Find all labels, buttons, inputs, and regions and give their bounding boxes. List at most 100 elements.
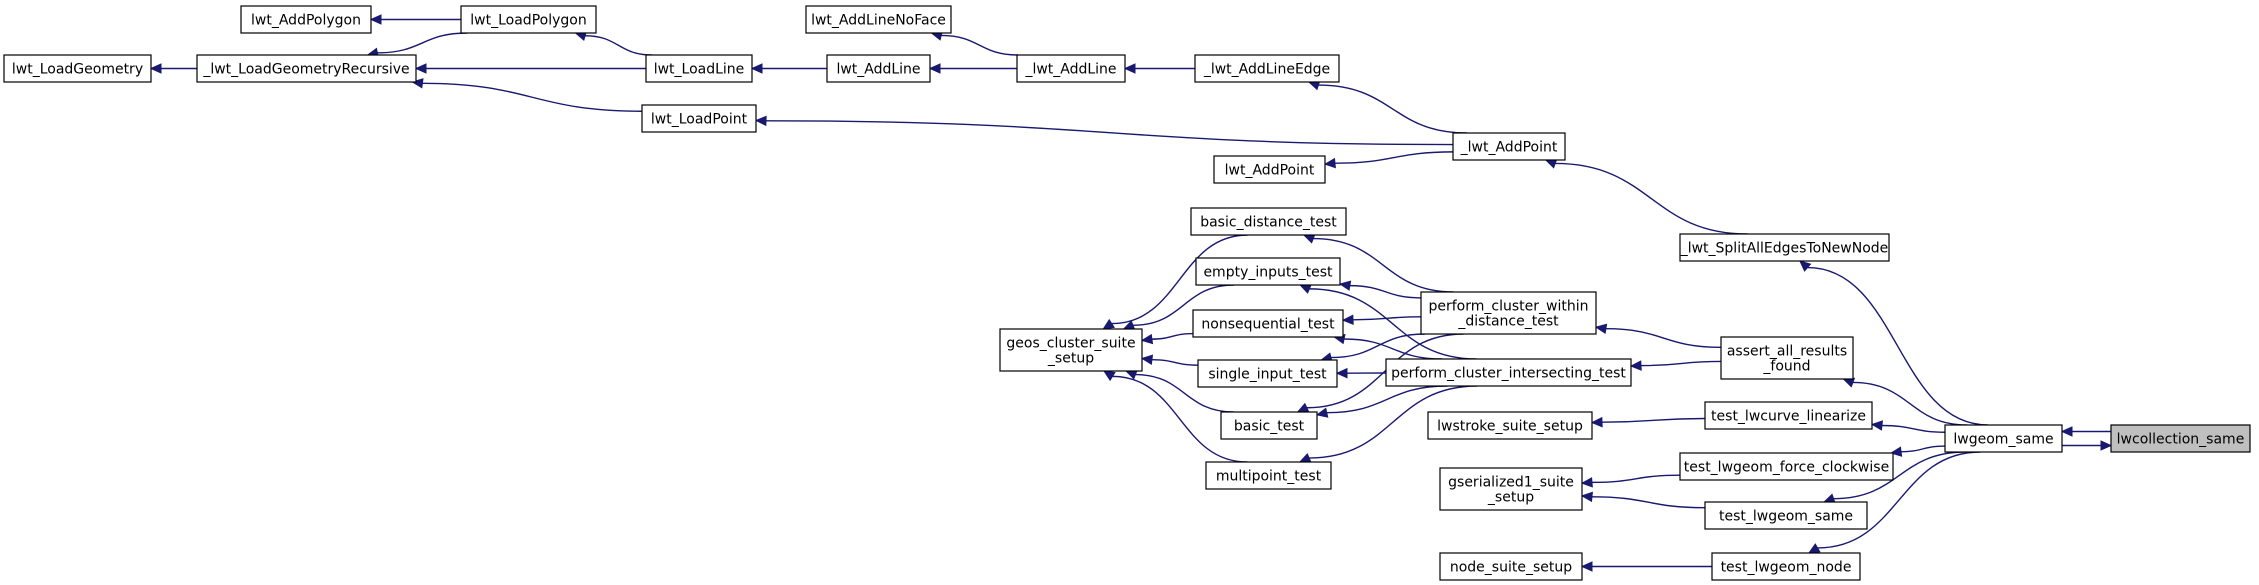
node-test-lwgeom-node[interactable]: test_lwgeom_node [1711, 552, 1861, 581]
edge-arrow [1335, 367, 1387, 379]
node-test-lwcurve-linearize[interactable]: test_lwcurve_linearize [1704, 401, 1873, 430]
arrowhead [369, 14, 382, 25]
node-perform-cluster-intersecting-test[interactable]: perform_cluster_intersecting_test [1385, 358, 1632, 387]
node-label: lwt_AddLineNoFace [811, 13, 946, 29]
edge-arrow [411, 78, 643, 112]
edge-arrow [1544, 158, 1748, 235]
node-gserialized1-suite-setup[interactable]: gserialized1_suite_setup [1439, 467, 1583, 511]
node-nonsequential-test[interactable]: nonsequential_test [1192, 309, 1344, 338]
node-basic-distance-test[interactable]: basic_distance_test [1190, 207, 1347, 236]
edge-arrow [928, 63, 1018, 74]
node-label: basic_test [1234, 419, 1305, 435]
node-box [1190, 207, 1347, 236]
arrowhead [1302, 233, 1316, 244]
node-label: node_suite_setup [1450, 560, 1572, 576]
node-lwstroke-suite-setup[interactable]: lwstroke_suite_setup [1427, 411, 1593, 440]
edge-arrow [1889, 445, 1946, 457]
node-lwt-addpoint[interactable]: _lwt_AddPoint [1452, 132, 1566, 161]
node-lwt-loadgeometryrecursive[interactable]: _lwt_LoadGeometryRecursive [196, 54, 417, 83]
node-label: _setup [1047, 351, 1094, 367]
node-lwt-addpolygon[interactable]: lwt_AddPolygon [240, 5, 372, 34]
edge-arrow [1140, 354, 1199, 366]
node-label: _distance_test [1457, 314, 1559, 330]
edge-line [1309, 288, 1477, 360]
edge-line [765, 120, 1454, 146]
edge-line [1334, 151, 1454, 164]
node-box [1704, 401, 1873, 430]
node-box [1720, 336, 1854, 380]
arrowhead [1338, 280, 1352, 291]
node-label: _found [1762, 359, 1810, 375]
node-box [1213, 155, 1326, 184]
edge-line [1807, 266, 1989, 426]
edge-arrow [1580, 491, 1706, 509]
edge-arrow [1123, 63, 1195, 74]
edge-line [1306, 333, 1464, 409]
node-multipoint-test[interactable]: multipoint_test [1205, 461, 1332, 490]
node-lwt-splitalledgestonewnode[interactable]: _lwt_SplitAllEdgesToNewNode [1679, 233, 1890, 262]
arrowhead [1140, 354, 1154, 365]
node-lwt-loadpolygon[interactable]: lwt_LoadPolygon [460, 5, 597, 34]
edge-line [1309, 385, 1478, 459]
edge-arrow [1590, 416, 1706, 428]
edge-line [1881, 424, 1946, 433]
edge-line [1318, 84, 1468, 134]
edge-arrow [1323, 151, 1454, 169]
edge-arrow [1842, 377, 1968, 426]
node-assert-all-results-found[interactable]: assert_all_results_found [1720, 336, 1854, 380]
node-label: _lwt_AddLine [1024, 62, 1116, 78]
arrowhead [1341, 314, 1354, 326]
node-lwt-loadpoint[interactable]: lwt_LoadPoint [641, 104, 757, 133]
node-test-lwgeom-same[interactable]: test_lwgeom_same [1704, 501, 1868, 530]
edge-line [1344, 338, 1443, 360]
node-lwt-addlineedge[interactable]: _lwt_AddLineEdge [1194, 54, 1340, 83]
node-box [2110, 424, 2251, 453]
arrowhead [1594, 323, 1608, 335]
node-empty-inputs-test[interactable]: empty_inputs_test [1195, 257, 1341, 286]
node-node-suite-setup[interactable]: node_suite_setup [1439, 552, 1583, 581]
edge-line [1833, 451, 1966, 500]
node-box [1704, 501, 1868, 530]
edge-line [1817, 451, 1981, 549]
node-lwt-addlinenoface[interactable]: lwt_AddLineNoFace [805, 5, 952, 34]
node-lwt-addline[interactable]: lwt_AddLine [826, 54, 931, 83]
node-lwt-loadgeometry[interactable]: lwt_LoadGeometry [3, 54, 152, 83]
edge-line [1605, 328, 1722, 349]
node-test-lwgeom-force-clockwise[interactable]: test_lwgeom_force_clockwise [1679, 452, 1894, 481]
edge-line [1555, 162, 1748, 235]
node-label: test_lwgeom_force_clockwise [1684, 460, 1889, 476]
edge-arrow [1338, 280, 1422, 299]
node-box [1711, 552, 1861, 581]
edge-line [1901, 445, 1946, 453]
node-basic-test[interactable]: basic_test [1220, 411, 1318, 440]
node-label: basic_distance_test [1200, 215, 1337, 231]
node-lwgeom-same[interactable]: lwgeom_same [1944, 424, 2063, 453]
node-lwcollection-same[interactable]: lwcollection_same [2110, 424, 2251, 453]
edge-line [1132, 284, 1235, 326]
node-box [1439, 552, 1583, 581]
node-label: empty_inputs_test [1203, 265, 1333, 281]
node-lwt-addline[interactable]: _lwt_AddLine [1016, 54, 1126, 83]
edge-line [1326, 385, 1448, 414]
node-label: nonsequential_test [1201, 317, 1335, 333]
node-single-input-test[interactable]: single_input_test [1197, 359, 1338, 388]
arrowhead [1123, 63, 1136, 74]
node-perform-cluster-within-distance-test[interactable]: perform_cluster_within_distance_test [1420, 291, 1597, 335]
node-geos-cluster-suite-setup[interactable]: geos_cluster_suite_setup [999, 328, 1143, 372]
edge-line [585, 35, 653, 56]
edge-arrow [414, 63, 646, 74]
node-label: test_lwgeom_node [1721, 560, 1852, 576]
arrowhead [750, 63, 763, 74]
node-box [1205, 461, 1332, 490]
edge-arrow [1580, 561, 1712, 572]
edge-arrow [1140, 332, 1194, 345]
arrowhead [1590, 416, 1603, 428]
node-box [460, 5, 597, 34]
edge-line [1151, 332, 1194, 340]
node-box [826, 54, 931, 83]
node-lwt-addpoint[interactable]: lwt_AddPoint [1213, 155, 1326, 184]
node-lwt-loadline[interactable]: lwt_LoadLine [645, 54, 753, 83]
arrowhead [1629, 360, 1642, 371]
edge-line [1591, 496, 1706, 509]
node-box [1944, 424, 2063, 453]
